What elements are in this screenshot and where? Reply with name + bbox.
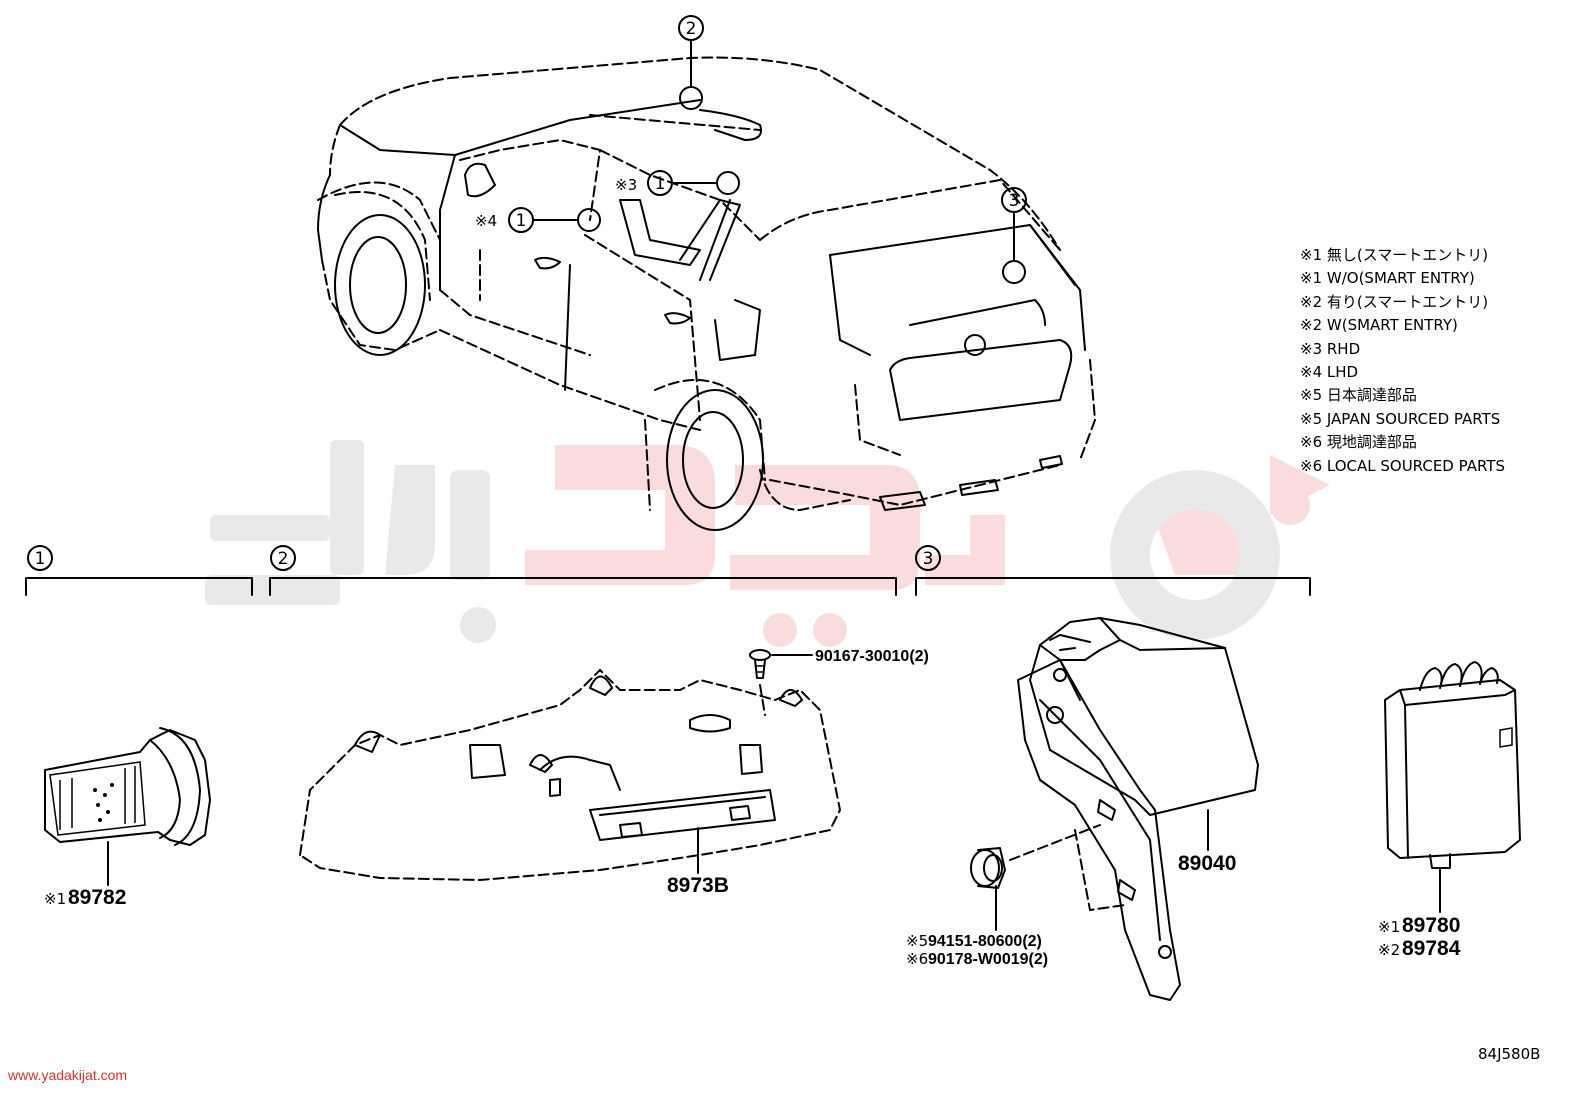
part-89782-mark: ※1 <box>44 890 66 908</box>
callout-circle-1-lhd <box>508 207 534 233</box>
part-89780-number: 89780 <box>1402 914 1460 937</box>
part-94151-mark: ※5 <box>906 932 928 950</box>
part-90167-number: 90167-30010(2) <box>815 648 929 665</box>
callout-1-rhd: 1 <box>655 174 666 194</box>
section-2-label: 2 <box>278 549 289 569</box>
section-brackets: 1 2 3 <box>25 545 1311 596</box>
part-89782-number: 89782 <box>68 886 126 909</box>
callout-circle-3-rear <box>1001 187 1027 213</box>
part-89784-mark: ※2 <box>1378 941 1400 959</box>
part-89040-number: 89040 <box>1178 852 1236 875</box>
vehicle-illustration <box>317 56 1097 531</box>
part-89784-number: 89784 <box>1402 937 1461 960</box>
part-8973B-number: 8973B <box>667 874 729 897</box>
mark-rhd: ※3 <box>615 176 637 194</box>
part-8973B-illustration <box>298 668 842 882</box>
legend-row: ※2 W(SMART ENTRY) <box>1300 316 1458 335</box>
figure-code: 84J580B <box>1478 1045 1541 1063</box>
website-link[interactable]: www.yadakijat.com <box>8 1067 128 1083</box>
legend: ※1 無し(スマートエントリ) ※1 W/O(SMART ENTRY) ※2 有… <box>1300 244 1590 478</box>
screw-90167-illustration <box>749 649 813 716</box>
marker-1-rhd <box>716 171 740 195</box>
legend-row: ※3 RHD <box>1300 339 1361 358</box>
part-89782-illustration <box>44 727 211 886</box>
watermark-logo <box>205 440 1330 647</box>
part-89040-illustration <box>1009 617 1259 1001</box>
section-1-label: 1 <box>35 549 46 569</box>
location-markers <box>532 39 1026 284</box>
legend-row: ※5 日本調達部品 <box>1300 386 1417 405</box>
section-3-label: 3 <box>923 549 934 569</box>
part-89780-illustration <box>1384 661 1521 913</box>
callout-circle-2-top <box>678 15 704 41</box>
legend-row: ※6 現地調達部品 <box>1300 433 1417 452</box>
part-90178-number: 90178-W0019(2) <box>928 951 1048 968</box>
part-90178-mark: ※6 <box>906 950 928 968</box>
nut-94151-illustration <box>970 847 1006 931</box>
marker-2 <box>679 86 703 110</box>
legend-row: ※4 LHD <box>1300 363 1359 382</box>
part-89780-mark: ※1 <box>1378 918 1400 936</box>
callout-circle-1-rhd <box>647 170 673 196</box>
legend-row: ※1 無し(スマートエントリ) <box>1300 246 1489 264</box>
callout-3-rear: 3 <box>1009 191 1020 211</box>
car-callouts: 2 1 1 3 ※3 ※4 <box>475 15 1027 233</box>
legend-row: ※6 LOCAL SOURCED PARTS <box>1300 456 1505 475</box>
legend-row: ※2 有り(スマートエントリ) <box>1300 292 1489 311</box>
mark-lhd: ※4 <box>475 212 497 230</box>
legend-row: ※5 JAPAN SOURCED PARTS <box>1300 409 1501 428</box>
marker-3 <box>1002 260 1026 284</box>
callout-1-lhd: 1 <box>516 211 527 231</box>
part-94151-number: 94151-80600(2) <box>928 933 1042 950</box>
callout-2-top: 2 <box>686 19 697 39</box>
legend-row: ※1 W/O(SMART ENTRY) <box>1300 269 1475 288</box>
